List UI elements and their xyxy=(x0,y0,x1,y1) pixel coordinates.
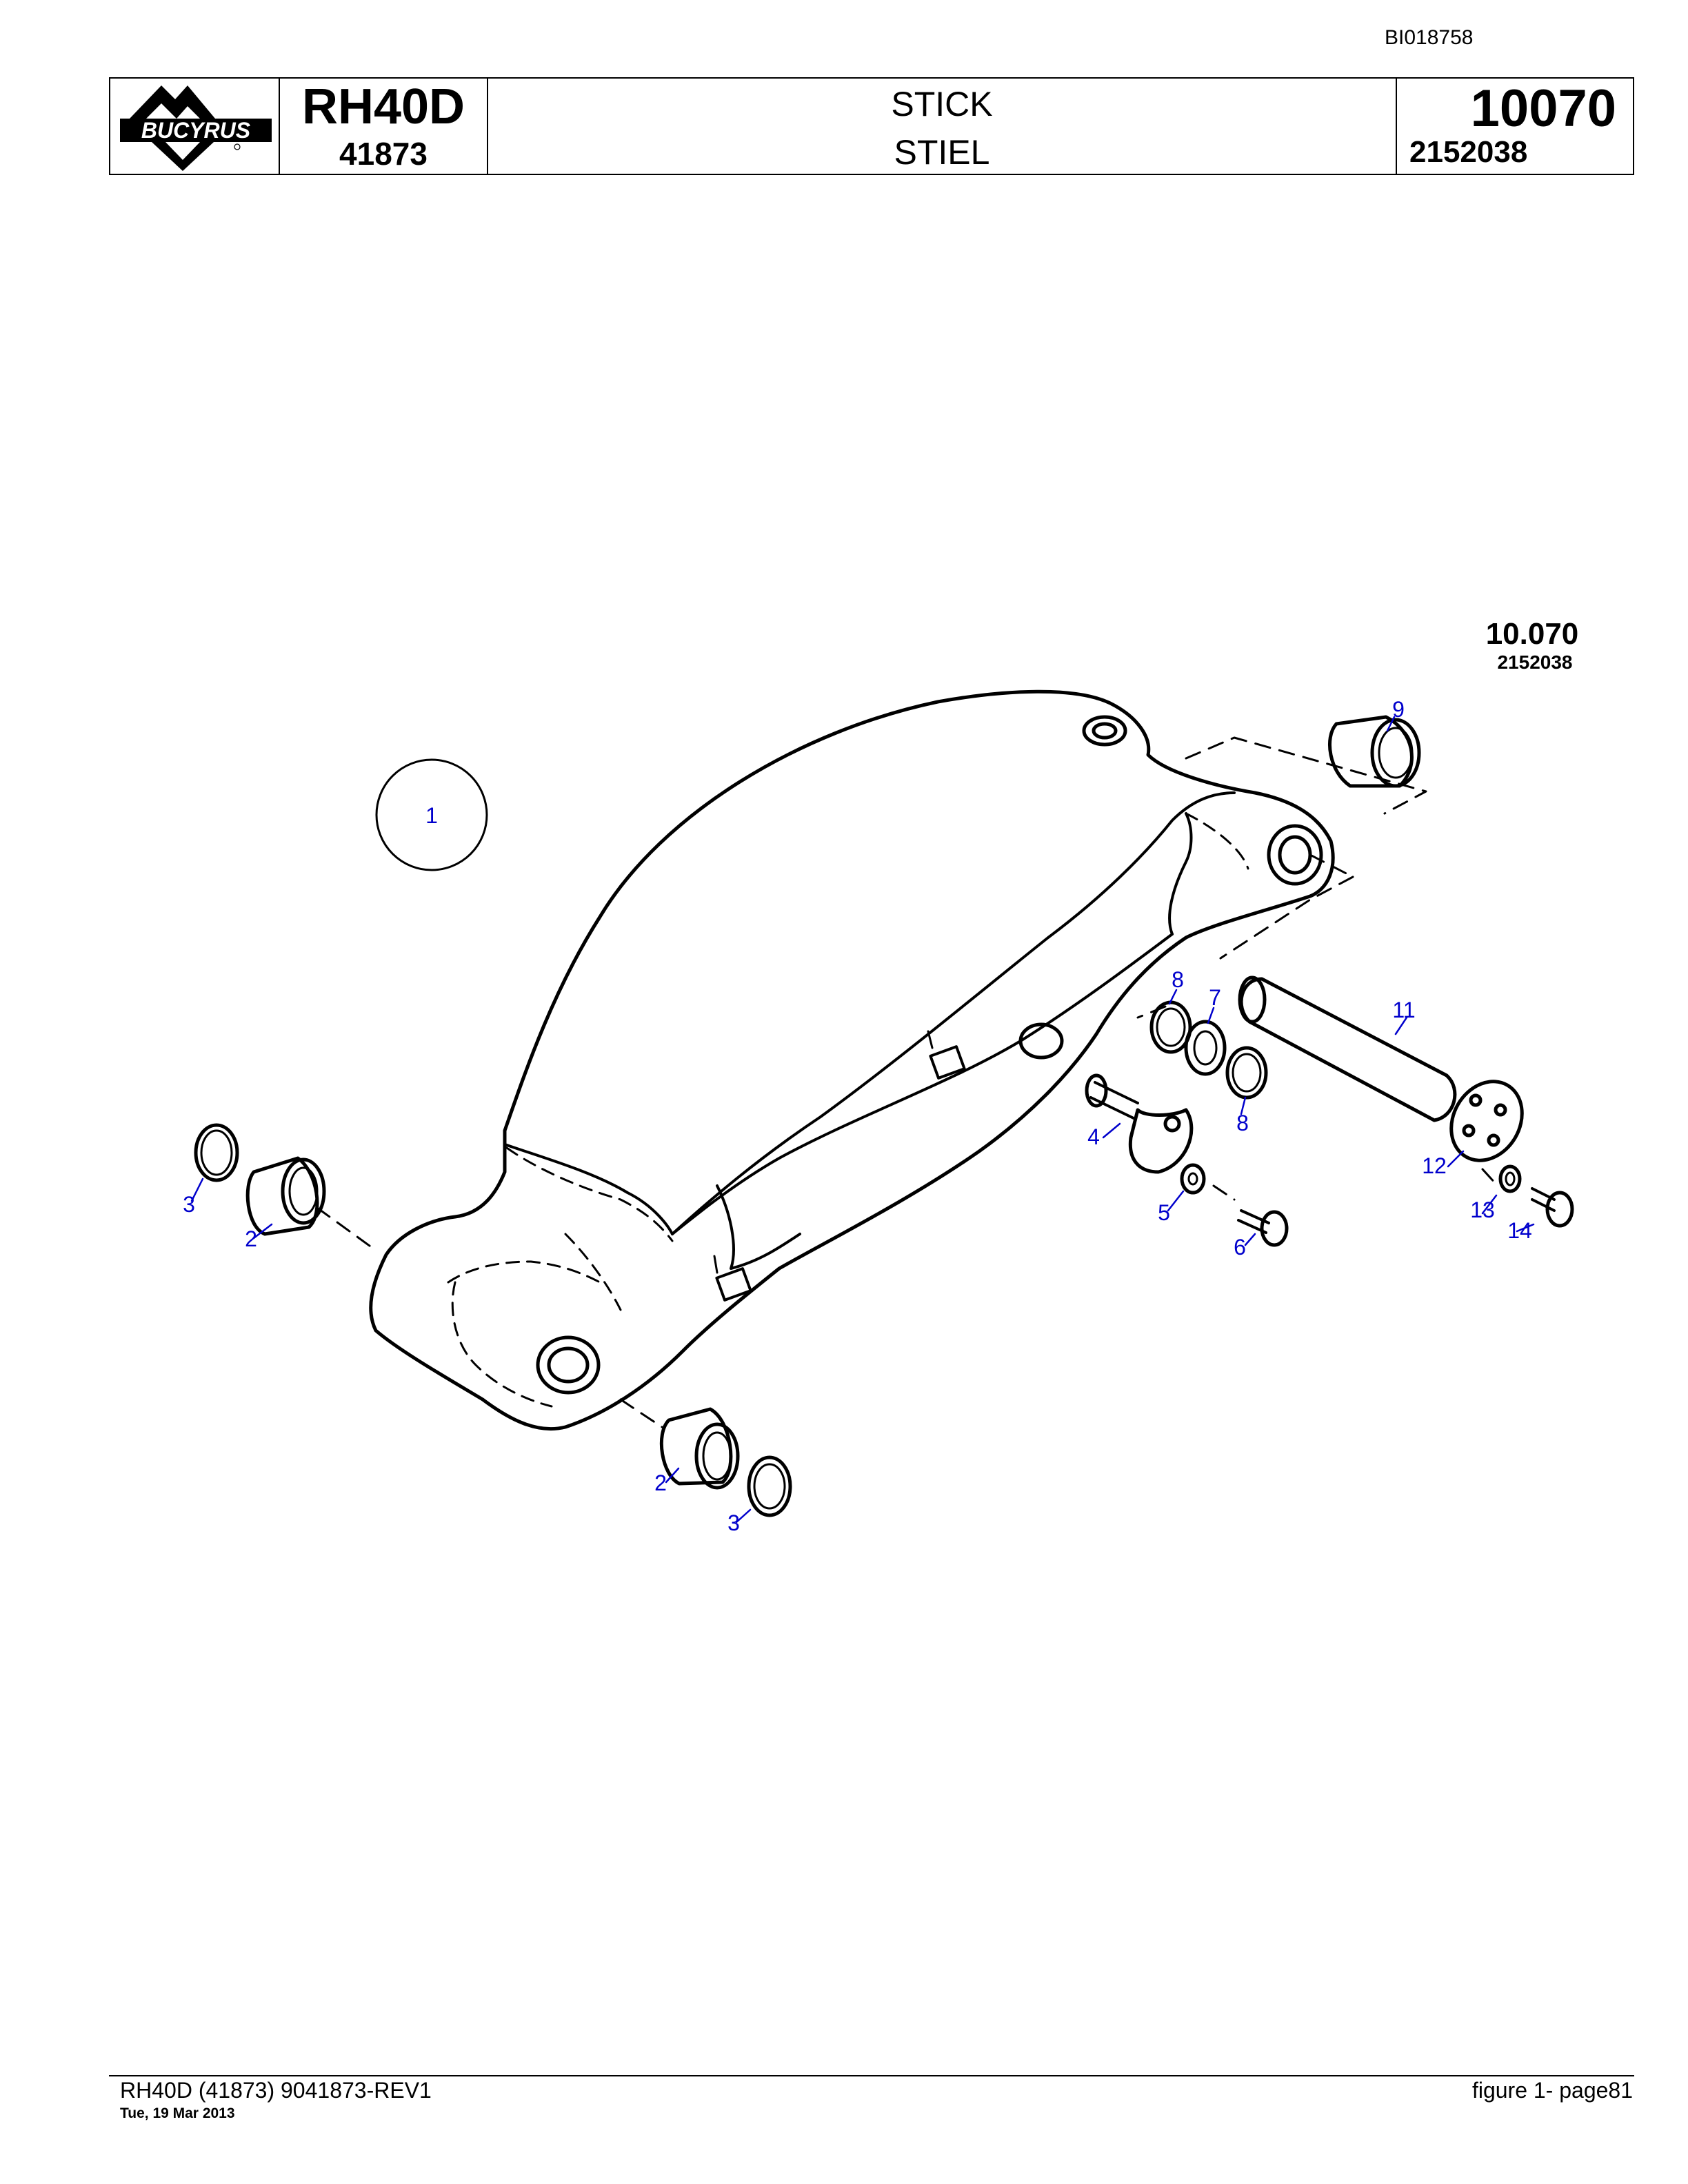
document-id: BI018758 xyxy=(1385,26,1474,49)
leader-lines xyxy=(190,716,1535,1524)
logo-cell: BUCYRUS xyxy=(110,79,280,174)
stick-body xyxy=(369,689,1335,1431)
assembly-dash-lines xyxy=(316,736,1498,1428)
footer-reference: RH40D (41873) 9041873-REV1 xyxy=(120,2078,432,2103)
footer-page: figure 1- page81 xyxy=(1471,2078,1633,2103)
model-serial: 41873 xyxy=(339,136,428,172)
footer-divider xyxy=(109,2075,1634,2076)
group-number: 10070 xyxy=(1470,79,1616,138)
bucyrus-logo: BUCYRUS xyxy=(120,85,272,171)
callout-12: 12 xyxy=(1422,1153,1447,1178)
drawing-ref-code: 10.070 xyxy=(1486,617,1579,651)
washer-5 xyxy=(1180,1163,1206,1195)
part-number: 2152038 xyxy=(1409,135,1528,169)
bushing-7 xyxy=(1184,1020,1227,1076)
pin-11 xyxy=(1238,975,1457,1122)
bolt-14 xyxy=(1531,1187,1574,1228)
callout-8-upper: 8 xyxy=(1172,967,1184,992)
bolt-6 xyxy=(1237,1209,1289,1247)
callout-9: 9 xyxy=(1392,697,1405,722)
title-cell: STICK STIEL xyxy=(488,79,1397,174)
model-cell: RH40D 41873 xyxy=(280,79,488,174)
callout-2-bottom: 2 xyxy=(654,1470,667,1495)
callout-11: 11 xyxy=(1392,998,1415,1022)
washer-13 xyxy=(1498,1164,1522,1193)
ring-8-upper xyxy=(1149,1000,1192,1054)
callout-3-left: 3 xyxy=(183,1192,195,1217)
ring-8-lower xyxy=(1225,1046,1268,1100)
bushing-top-right xyxy=(1327,715,1421,788)
footer-date: Tue, 19 Mar 2013 xyxy=(120,2105,235,2121)
number-cell: 10070 2152038 xyxy=(1397,79,1634,174)
logo-text: BUCYRUS xyxy=(141,118,251,143)
plate-12 xyxy=(1449,1080,1524,1162)
bushing-left xyxy=(194,1123,326,1236)
callout-4: 4 xyxy=(1087,1124,1100,1149)
title-english: STICK xyxy=(891,85,993,123)
callout-2-left: 2 xyxy=(245,1226,257,1251)
model-name: RH40D xyxy=(301,79,465,134)
callout-1: 1 xyxy=(425,803,438,828)
title-block: BUCYRUS RH40D 41873 STICK STIEL 10070 21… xyxy=(109,77,1634,175)
callout-8-lower: 8 xyxy=(1236,1111,1249,1135)
pin-plate-4 xyxy=(1085,1073,1194,1174)
callout-14: 14 xyxy=(1507,1218,1532,1243)
bushing-bottom xyxy=(659,1407,792,1517)
drawing-ref-part: 2152038 xyxy=(1497,651,1572,673)
callout-5: 5 xyxy=(1158,1200,1170,1225)
callout-7: 7 xyxy=(1209,985,1221,1010)
title-german: STIEL xyxy=(894,133,990,172)
callout-6: 6 xyxy=(1234,1235,1246,1260)
item-1-circle xyxy=(375,758,488,871)
callout-3-bottom: 3 xyxy=(727,1510,740,1535)
callout-13: 13 xyxy=(1470,1197,1495,1222)
